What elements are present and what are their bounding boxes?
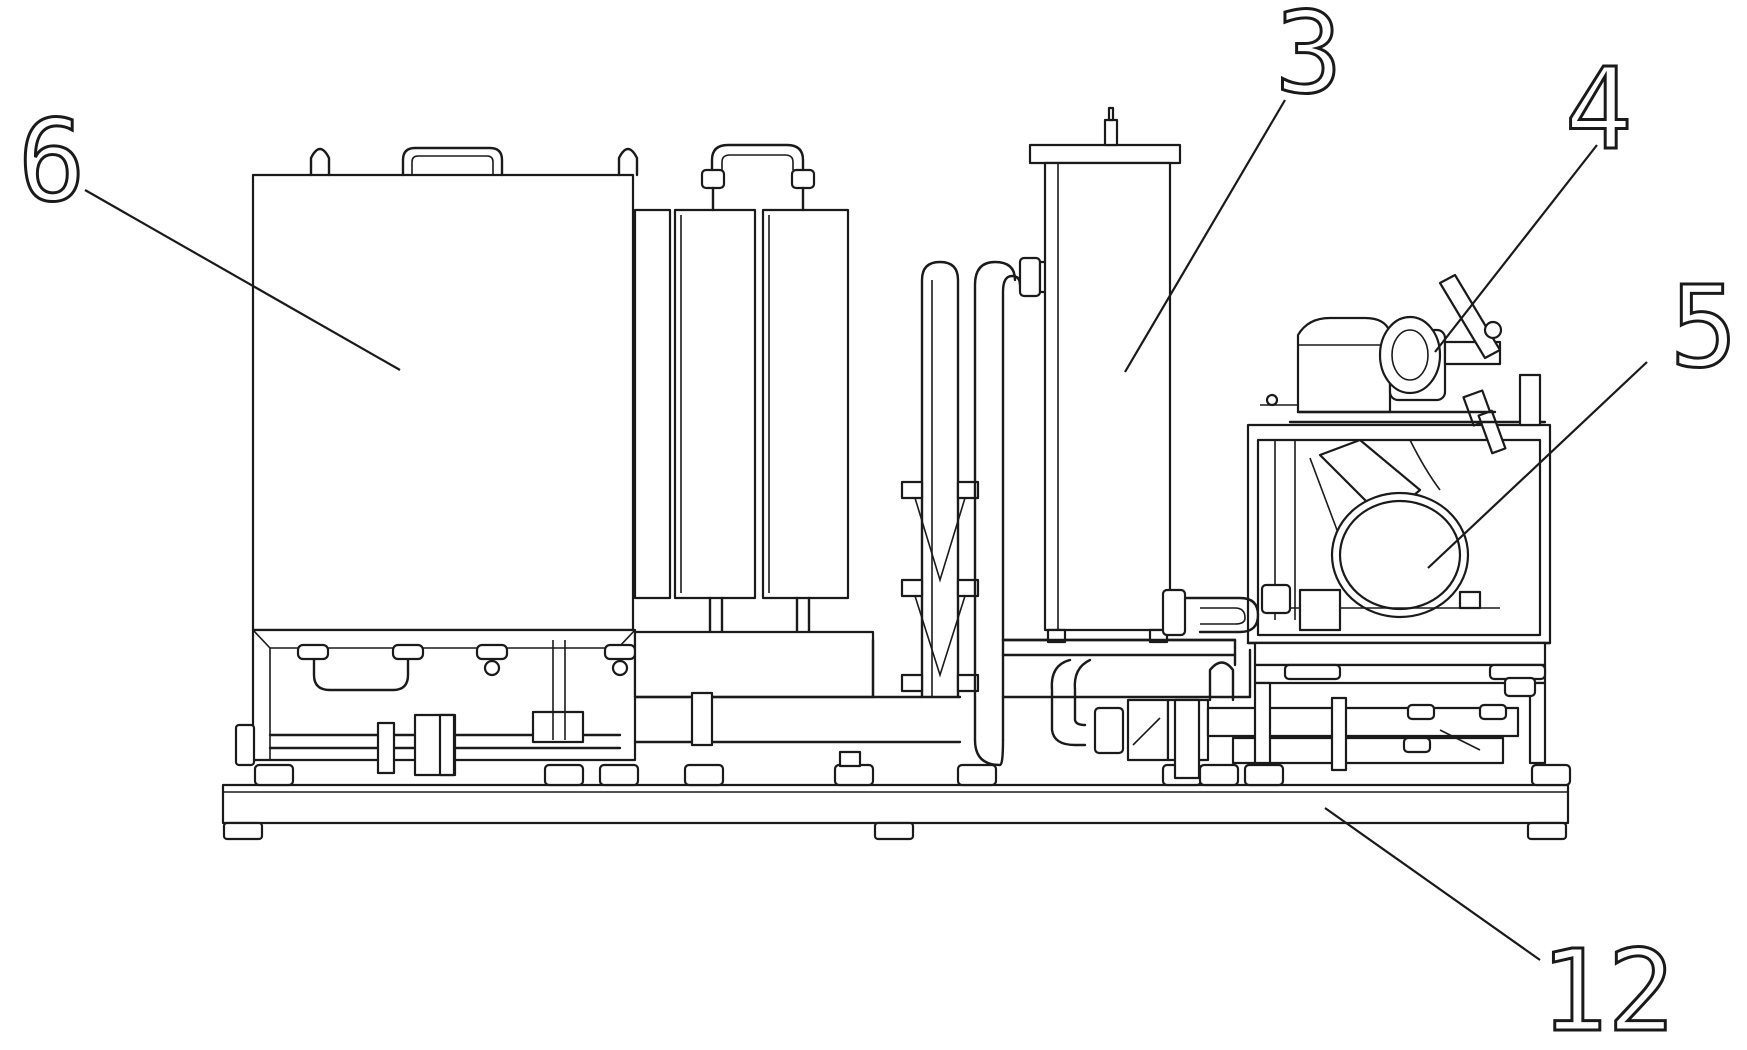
column	[1001, 106, 1237, 762]
filter-cartridges	[633, 143, 850, 687]
vertical-pipes	[900, 256, 1054, 767]
callouts: 6 3 4 5 12	[17, 0, 1739, 1050]
leader-lines	[84, 99, 1648, 961]
callout-5: 5	[1670, 263, 1737, 393]
callout-3: 3	[1275, 0, 1342, 119]
callout-12: 12	[1540, 927, 1675, 1050]
tank	[234, 146, 639, 777]
discharge-pipe	[1166, 661, 1520, 780]
leader-12	[1324, 807, 1541, 961]
leader-6	[84, 189, 401, 371]
motor	[1161, 438, 1500, 637]
callout-6: 6	[18, 97, 85, 227]
base-frame	[221, 763, 1572, 841]
leader-4	[1434, 144, 1598, 353]
pump	[1260, 273, 1547, 455]
leader-5	[1427, 361, 1648, 569]
leader-3	[1124, 99, 1286, 373]
callout-4: 4	[1565, 45, 1632, 175]
